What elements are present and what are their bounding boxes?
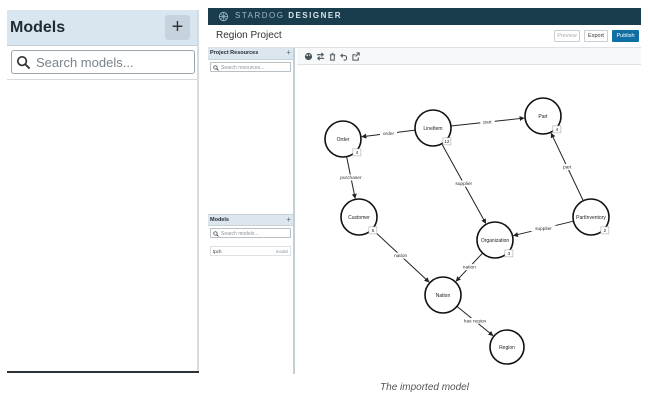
node-label: LineItem	[423, 126, 442, 132]
edge-label: nation	[463, 265, 476, 271]
node-count: 4	[556, 127, 559, 132]
model-graph-canvas[interactable]: order part purchaser supplier part supplier na…	[297, 66, 641, 374]
node-circle[interactable]	[324, 120, 362, 158]
divider	[7, 79, 197, 80]
search-resources-input[interactable]: Search resources...	[210, 62, 291, 72]
node-count: 3	[508, 251, 511, 256]
app-brand: STARDOG DESIGNER	[235, 11, 342, 20]
edge-label-background	[379, 130, 397, 137]
redo-icon[interactable]	[352, 52, 361, 61]
project-bar: Region Project Preview Export Publish	[208, 25, 641, 48]
trash-icon[interactable]	[328, 52, 337, 61]
edge-label-background	[337, 174, 365, 181]
node-label: PartInventory	[576, 215, 606, 221]
edge-label-background	[560, 163, 575, 170]
edge-label-background	[480, 119, 495, 126]
node-label: Part	[538, 114, 548, 120]
node-count-badge	[552, 125, 562, 134]
search-icon	[16, 55, 31, 70]
models-panel-zoom: Models + Search models...	[7, 10, 199, 373]
node-circle[interactable]	[489, 329, 525, 365]
edge-label-background	[459, 264, 480, 271]
graph-node-region[interactable]: Region	[489, 329, 525, 365]
add-model-button-small[interactable]: +	[286, 215, 291, 224]
edge-label-background	[451, 180, 477, 187]
search-resources-placeholder: Search resources...	[221, 64, 265, 71]
project-title: Region Project	[216, 30, 282, 41]
node-count: 4	[356, 150, 359, 155]
node-circle[interactable]	[572, 198, 610, 236]
graph-node-organization[interactable]: Organization 3	[476, 221, 514, 259]
brand-name: DESIGNER	[288, 11, 342, 20]
node-circle[interactable]	[414, 109, 452, 147]
search-models-input-small[interactable]: Search models...	[210, 228, 291, 238]
app-topbar: STARDOG DESIGNER	[208, 8, 641, 25]
node-count: 2	[604, 228, 607, 233]
project-sidebar: Project Resources + Search resources... …	[208, 48, 295, 374]
canvas-toolbar	[297, 48, 641, 65]
stardog-designer-window: STARDOG DESIGNER Region Project Preview …	[208, 8, 641, 374]
node-label: Customer	[348, 215, 370, 221]
edge-label-background	[460, 318, 490, 324]
project-resources-header: Project Resources +	[208, 48, 293, 60]
search-models-placeholder-small: Search models...	[221, 230, 259, 237]
graph-node-part[interactable]: Part 4	[524, 97, 562, 135]
node-circle[interactable]	[524, 97, 562, 135]
graph-node-lineitem[interactable]: LineItem 12	[414, 109, 452, 147]
add-resource-button[interactable]: +	[286, 48, 291, 57]
palette-icon[interactable]	[304, 52, 313, 61]
model-name: tpch	[213, 249, 222, 254]
edge-label: part	[483, 120, 492, 126]
node-label: Order	[337, 137, 350, 143]
edge-label: supplier	[455, 181, 472, 187]
graph-node-partinventory[interactable]: PartInventory 2	[572, 198, 610, 236]
search-icon	[213, 231, 219, 237]
node-count-badge	[368, 226, 378, 235]
node-label: Nation	[436, 293, 451, 299]
publish-button[interactable]: Publish	[612, 30, 639, 42]
node-count-badge	[352, 148, 362, 157]
edge-label: nation	[394, 253, 407, 259]
models-title: Models	[210, 217, 229, 223]
node-count: 12	[444, 139, 450, 144]
models-panel-header: Models +	[7, 10, 197, 46]
edge-label: purchaser	[340, 175, 362, 181]
image-caption: The imported model	[380, 382, 469, 393]
edge-label: has region	[464, 319, 487, 325]
layout-icon[interactable]	[316, 52, 325, 61]
edge-label: part	[563, 164, 572, 170]
export-button[interactable]: Export	[584, 30, 608, 42]
node-circle[interactable]	[476, 221, 514, 259]
node-label: Region	[499, 345, 515, 351]
project-resources-title: Project Resources	[210, 50, 259, 56]
edge-label: supplier	[535, 226, 552, 232]
node-count-badge	[504, 249, 514, 258]
node-count-badge	[600, 226, 610, 235]
node-circle[interactable]	[424, 276, 462, 314]
model-list-item[interactable]: tpch model	[210, 246, 291, 256]
stardog-logo-icon	[218, 11, 229, 22]
add-model-button[interactable]: +	[165, 15, 190, 40]
search-icon	[213, 65, 219, 71]
graph-node-order[interactable]: Order 4	[324, 120, 362, 158]
graph-node-nation[interactable]: Nation	[424, 276, 462, 314]
search-models-placeholder: Search models...	[36, 55, 134, 70]
node-label: Organization	[481, 238, 510, 244]
node-count: 5	[372, 228, 375, 233]
graph-node-customer[interactable]: Customer 5	[340, 198, 378, 236]
divider	[7, 371, 199, 373]
node-count-badge	[442, 137, 452, 146]
preview-button[interactable]: Preview	[554, 30, 580, 42]
brand-prefix: STARDOG	[235, 11, 289, 20]
search-models-input[interactable]: Search models...	[11, 50, 195, 74]
models-header: Models +	[208, 214, 293, 226]
edge-label: order	[383, 131, 395, 137]
undo-icon[interactable]	[340, 52, 349, 61]
edge-label-background	[390, 252, 411, 259]
edge-label-background	[531, 225, 556, 232]
node-circle[interactable]	[340, 198, 378, 236]
model-kind: model	[275, 249, 288, 254]
models-panel-title: Models	[10, 19, 66, 36]
